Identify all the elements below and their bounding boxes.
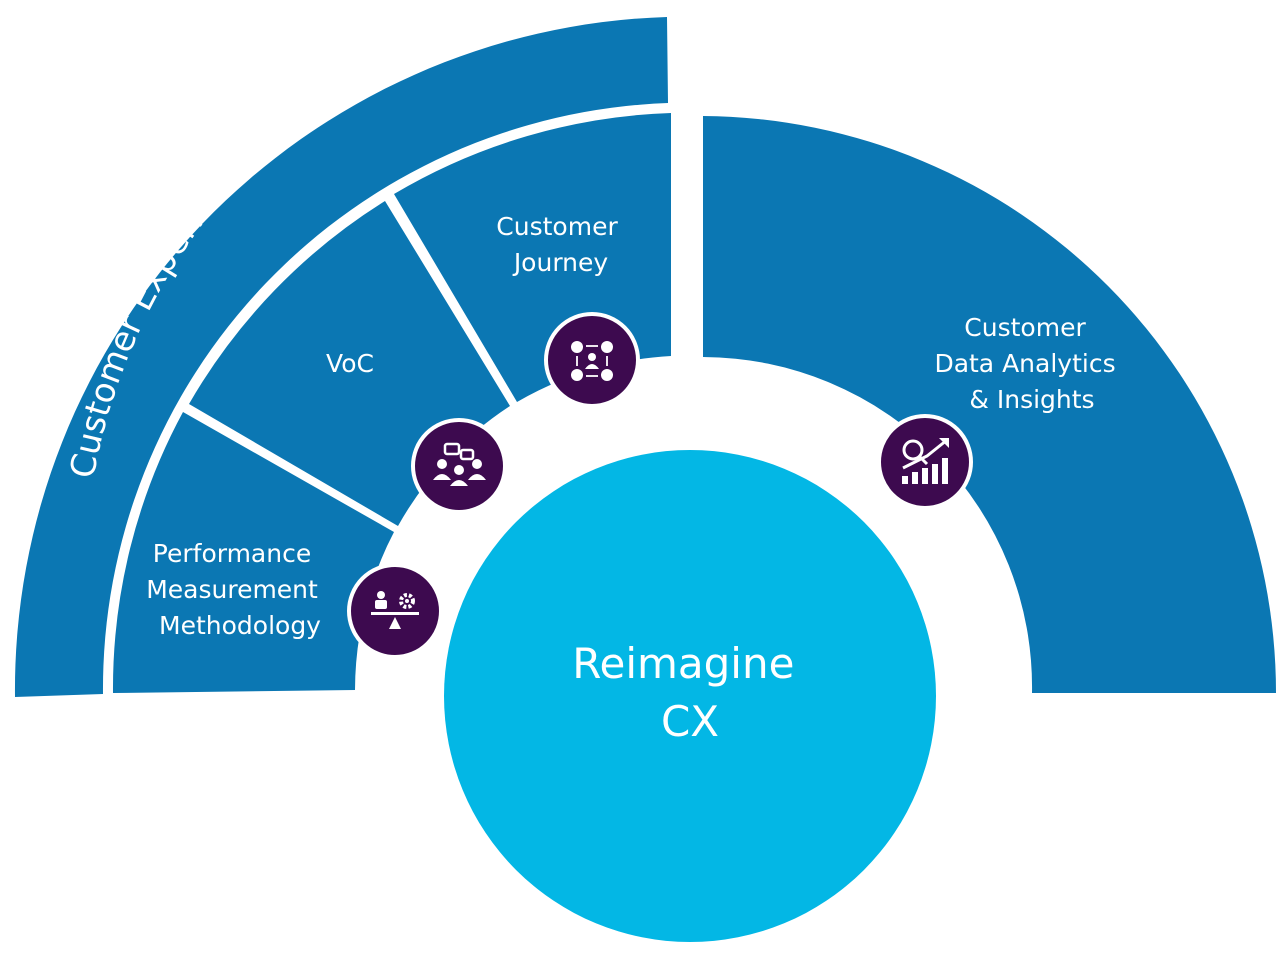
segment-performance — [112, 412, 394, 693]
people-chat-icon — [411, 418, 507, 514]
voc-label: VoC — [326, 349, 374, 378]
center-label: Reimagine CX — [572, 639, 808, 746]
journey-label: Customer Journey — [496, 212, 625, 277]
outer-arc-band — [14, 17, 668, 697]
data-analytics-label: Customer Data Analytics & Insights — [934, 313, 1123, 414]
analytics-growth-chart-icon — [877, 414, 973, 510]
customer-journey-cycle-icon — [544, 312, 640, 408]
center-circle — [444, 450, 936, 942]
performance-label: Performance Measurement Methodology — [146, 539, 326, 640]
balance-scale-gear-icon — [347, 563, 443, 659]
segment-data — [703, 116, 1276, 693]
